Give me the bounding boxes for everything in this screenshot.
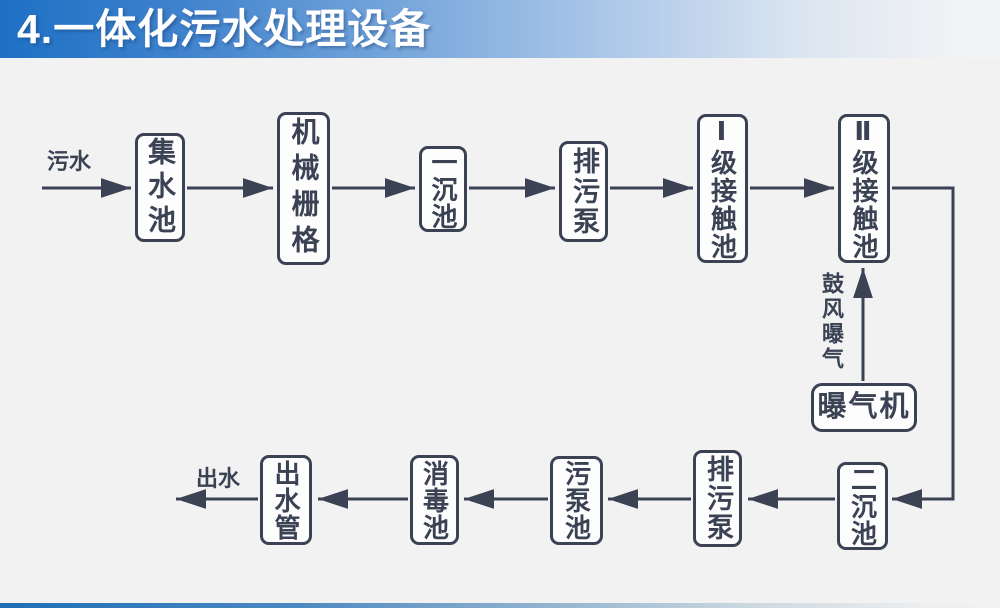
node-sludge-pump-tank: 污泵池 xyxy=(550,456,603,545)
bottom-accent-bar xyxy=(0,603,1000,608)
node-stage1-contact-tank: Ⅰ级接触池 xyxy=(697,114,748,263)
node-aerator: 曝气机 xyxy=(811,383,917,432)
outflow-label: 出水 xyxy=(196,466,241,491)
node-aerator-label: 曝气机 xyxy=(817,391,911,423)
node-collection-pool: 集水池 xyxy=(135,133,185,242)
aeration-label: 鼓风曝气 xyxy=(819,272,844,372)
node-mechanical-screen: 机械栅格 xyxy=(277,112,330,265)
node-stage2-contact-tank: Ⅱ级接触池 xyxy=(838,114,890,263)
node-drain-pump-2-label: 排污泵 xyxy=(703,455,733,542)
node-primary-settling-tank: 一沉池 xyxy=(419,146,467,232)
title-bar: 4.一体化污水处理设备 xyxy=(0,0,1000,58)
page-title: 4.一体化污水处理设备 xyxy=(17,5,432,52)
node-drain-pump-1: 排污泵 xyxy=(559,141,608,242)
node-outlet-pipe: 出水管 xyxy=(260,455,312,545)
flow-arrows xyxy=(42,178,955,509)
node-mechanical-screen-label: 机械栅格 xyxy=(288,116,320,261)
node-drain-pump-2: 排污泵 xyxy=(693,450,742,547)
node-disinfection-tank: 消毒池 xyxy=(410,455,459,545)
node-drain-pump-1-label: 排污泵 xyxy=(569,146,599,237)
node-stage1-contact-tank-label: Ⅰ级接触池 xyxy=(707,116,738,261)
node-stage2-contact-tank-label: Ⅱ级接触池 xyxy=(849,116,879,261)
node-disinfection-tank-label: 消毒池 xyxy=(419,459,450,541)
flowchart: 集水池 机械栅格 一沉池 排污泵 Ⅰ级接触池 Ⅱ级接触池 曝气机 鼓风曝气 二沉… xyxy=(0,58,1000,603)
node-sludge-pump-tank-label: 污泵池 xyxy=(561,460,592,541)
inflow-label: 污水 xyxy=(47,149,92,174)
node-secondary-settling-tank: 二沉池 xyxy=(837,462,888,550)
arrow-stage2-to-secondary xyxy=(892,186,955,509)
node-secondary-settling-tank-label: 二沉池 xyxy=(847,465,878,547)
node-outlet-pipe-label: 出水管 xyxy=(271,459,301,541)
node-primary-settling-tank-label: 一沉池 xyxy=(428,148,458,230)
node-collection-pool-label: 集水池 xyxy=(145,136,176,239)
